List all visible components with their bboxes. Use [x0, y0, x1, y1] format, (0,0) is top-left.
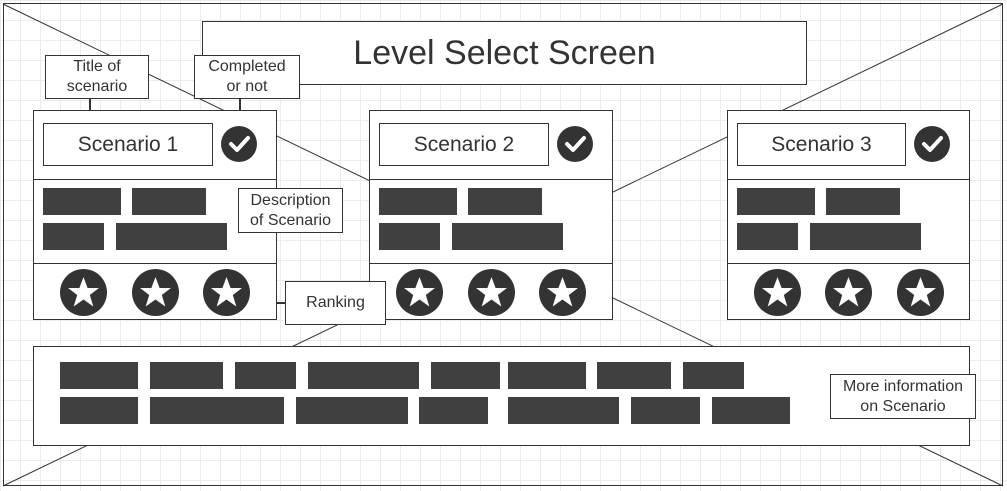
- info-placeholder: [431, 362, 500, 389]
- info-placeholder: [683, 362, 744, 389]
- divider: [34, 179, 276, 180]
- description-placeholder: [737, 188, 815, 215]
- screen-frame: [3, 3, 1003, 486]
- note-more-information: More information on Scenario: [830, 374, 976, 419]
- info-placeholder: [150, 362, 223, 389]
- note-line: or not: [226, 78, 268, 95]
- info-placeholder: [60, 397, 138, 424]
- note-line: Title of: [73, 58, 121, 75]
- note-description-of-scenario: Description of Scenario: [238, 188, 343, 233]
- scenario-card-2[interactable]: Scenario 2: [369, 110, 613, 320]
- description-placeholder: [43, 188, 121, 215]
- info-placeholder: [296, 397, 408, 424]
- divider: [370, 263, 612, 264]
- info-placeholder: [60, 362, 138, 389]
- more-info-panel: [33, 346, 970, 446]
- scenario-title: Scenario 1: [43, 123, 213, 166]
- note-line: scenario: [66, 78, 128, 95]
- info-placeholder: [419, 397, 488, 424]
- info-placeholder: [631, 397, 700, 424]
- star-icon: [897, 269, 944, 316]
- description-placeholder: [810, 223, 921, 250]
- note-line: Completed: [208, 58, 286, 75]
- note-line: More information: [842, 377, 964, 395]
- star-icon: [396, 269, 443, 316]
- description-placeholder: [468, 188, 542, 215]
- description-placeholder: [132, 188, 206, 215]
- star-icon: [825, 269, 872, 316]
- star-icon: [468, 269, 515, 316]
- divider: [34, 263, 276, 264]
- divider: [370, 179, 612, 180]
- star-icon: [539, 269, 586, 316]
- description-placeholder: [116, 223, 227, 250]
- star-icon: [754, 269, 801, 316]
- note-line: on Scenario: [860, 397, 946, 415]
- description-placeholder: [452, 223, 563, 250]
- check-icon: [557, 126, 593, 162]
- divider: [728, 263, 969, 264]
- screen-title: Level Select Screen: [202, 21, 807, 85]
- note-line: of Scenario: [250, 211, 331, 229]
- scenario-title: Scenario 2: [379, 123, 549, 166]
- info-placeholder: [150, 397, 284, 424]
- note-title-of-scenario: Title of scenario: [45, 55, 149, 99]
- scenario-title: Scenario 3: [737, 123, 906, 166]
- description-placeholder: [379, 223, 440, 250]
- star-icon: [132, 269, 179, 316]
- description-placeholder: [379, 188, 457, 215]
- description-placeholder: [826, 188, 900, 215]
- note-completed-or-not: Completed or not: [194, 55, 300, 99]
- scenario-card-3[interactable]: Scenario 3: [727, 110, 970, 320]
- star-icon: [60, 269, 107, 316]
- info-placeholder: [308, 362, 419, 389]
- note-ranking: Ranking: [285, 281, 386, 325]
- info-placeholder: [508, 362, 586, 389]
- scenario-card-1[interactable]: Scenario 1: [33, 110, 277, 320]
- note-line: Description: [250, 191, 331, 209]
- star-icon: [203, 269, 250, 316]
- check-icon: [914, 126, 950, 162]
- info-placeholder: [508, 397, 619, 424]
- check-icon: [221, 126, 257, 162]
- description-placeholder: [737, 223, 798, 250]
- info-placeholder: [712, 397, 790, 424]
- divider: [728, 179, 969, 180]
- info-placeholder: [597, 362, 671, 389]
- description-placeholder: [43, 223, 104, 250]
- info-placeholder: [235, 362, 296, 389]
